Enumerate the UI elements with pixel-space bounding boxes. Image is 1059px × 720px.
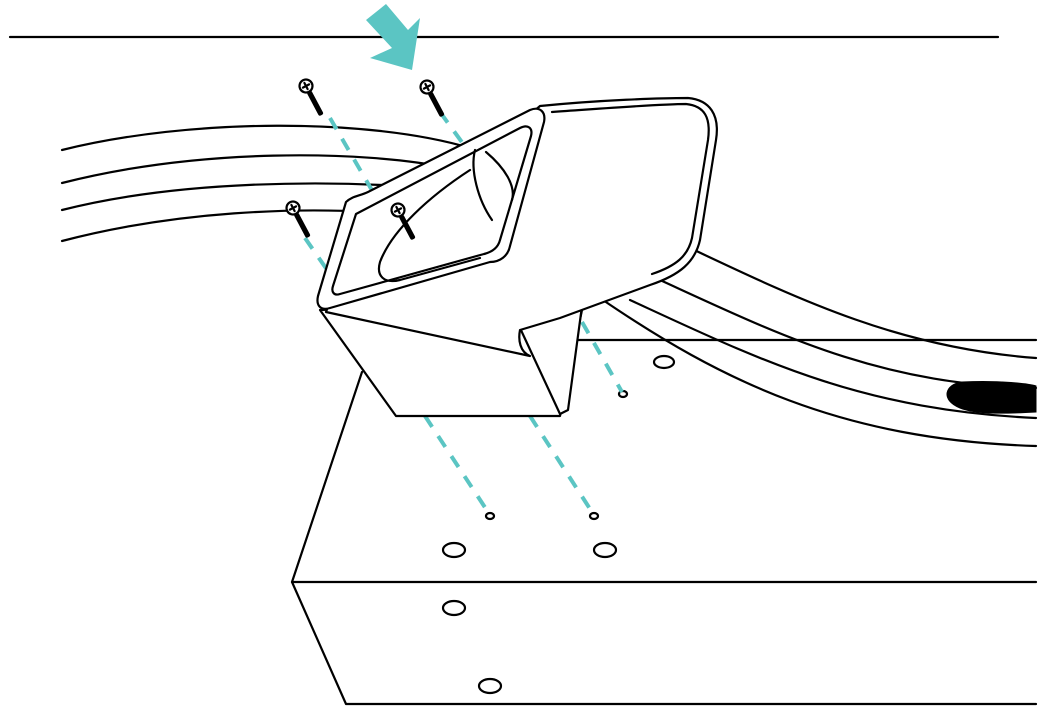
screw xyxy=(285,200,311,238)
arrow-down-right-icon xyxy=(366,4,420,70)
hole xyxy=(484,511,496,521)
cable-right xyxy=(598,246,1038,448)
hole xyxy=(477,677,503,695)
screw xyxy=(298,78,324,116)
cable-end-cap xyxy=(946,380,1037,414)
hole xyxy=(441,599,467,617)
hole xyxy=(588,511,600,521)
cable-clip-bracket xyxy=(316,96,718,418)
guide-line xyxy=(580,321,624,393)
guide-line xyxy=(423,414,490,514)
guide-line xyxy=(303,236,350,302)
hole xyxy=(441,541,467,559)
screw xyxy=(419,79,445,117)
hole xyxy=(652,354,676,370)
hole xyxy=(592,541,618,559)
guide-line xyxy=(528,414,594,514)
screw xyxy=(390,202,416,240)
mounting-holes xyxy=(441,354,676,695)
